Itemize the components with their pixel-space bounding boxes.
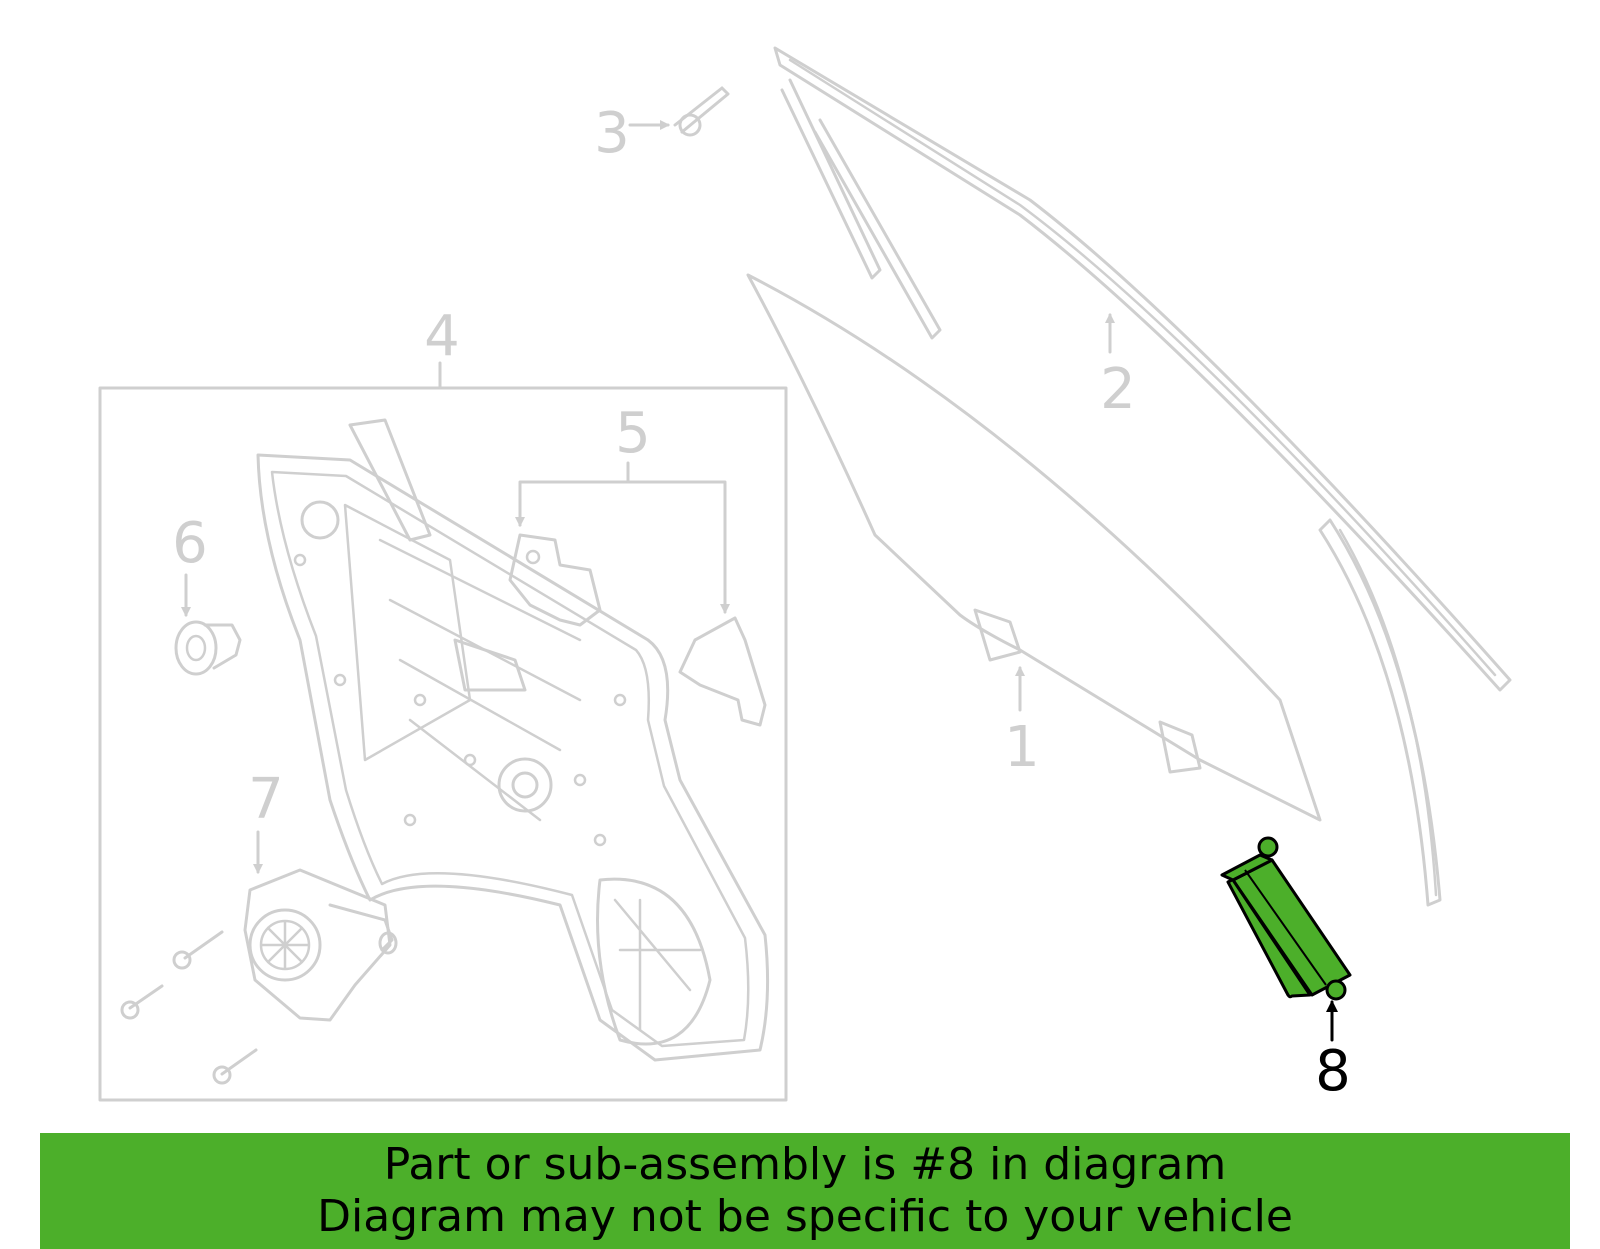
banner-line-2: Diagram may not be specific to your vehi… [317,1191,1293,1242]
leader-lines [181,120,1338,1042]
motor-part-7 [120,868,398,1085]
info-banner: Part or sub-assembly is #8 in diagram Di… [40,1133,1570,1249]
module-part-8 [1220,836,1352,1001]
leader-line-5 [518,480,727,610]
door-glass-part-1 [746,273,1322,822]
callout-5: 5 [615,401,651,466]
callout-8: 8 [1315,1039,1351,1104]
callout-7: 7 [248,767,284,832]
regulator-box-part-4 [98,386,788,1102]
callout-2: 2 [1100,357,1136,422]
run-channel-part-2 [773,46,1512,907]
banner-line-1: Part or sub-assembly is #8 in diagram [383,1139,1227,1190]
bracket-part-5 [508,533,767,727]
clip-part-3 [673,86,730,137]
callout-3: 3 [594,101,630,166]
callout-1: 1 [1004,715,1040,780]
callout-4: 4 [424,304,460,369]
grommet-part-6 [174,620,242,676]
callout-6: 6 [172,511,208,576]
